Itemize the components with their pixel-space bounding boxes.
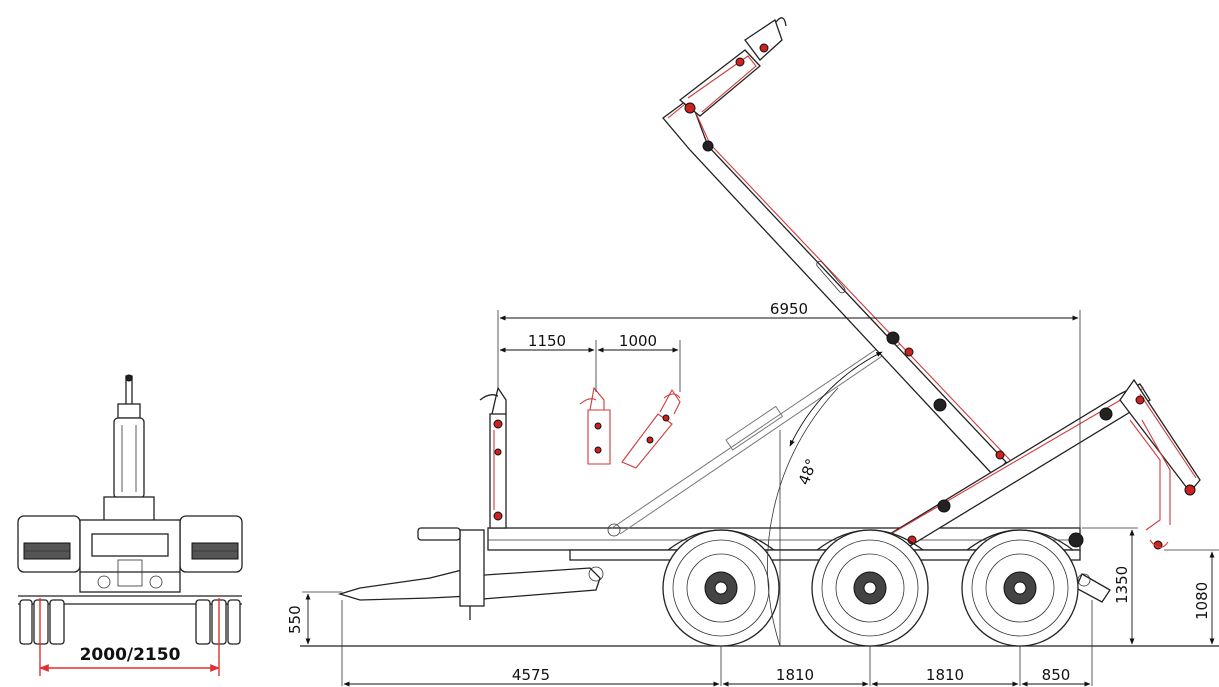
alt-hook-positions	[579, 386, 681, 469]
drawbar-height-label: 550	[286, 605, 304, 634]
hook-arm-raised	[662, 17, 1011, 477]
front-right-fender	[179, 515, 243, 573]
front-wheels	[19, 598, 241, 676]
rear-overhang-label: 850	[1042, 666, 1071, 684]
dim-bottom-chain: 4575 1810 1810 850	[341, 600, 1093, 687]
axle-3	[961, 529, 1079, 647]
frame-height-label: 1350	[1113, 566, 1131, 604]
drawbar	[337, 527, 604, 620]
hook-offset-2-label: 1000	[619, 332, 657, 350]
dim-drawbar-height: 550	[286, 591, 342, 645]
front-hook-mast	[103, 374, 155, 522]
track-width-dimension: 2000/2150	[39, 645, 220, 672]
hook-offset-1-label: 1150	[528, 332, 566, 350]
axle-spacing-1-label: 1810	[776, 666, 814, 684]
overall-reach-label: 6950	[770, 300, 808, 318]
front-chassis	[18, 519, 242, 605]
front-left-fender	[17, 515, 81, 573]
axle-spacing-2-label: 1810	[926, 666, 964, 684]
front-view: 2000/2150	[17, 374, 243, 676]
side-view: 48° 6950 1150 1000 550 1350	[286, 17, 1219, 687]
transport-hook	[479, 386, 507, 529]
hook-arm-tipping	[878, 378, 1201, 553]
hook-height-label: 1080	[1193, 582, 1211, 620]
front-to-axle1-label: 4575	[512, 666, 550, 684]
tilt-angle-label: 48°	[795, 456, 821, 487]
dim-hook-height: 1080	[1164, 549, 1219, 645]
axle-2	[811, 529, 929, 647]
dim-frame-height: 1350	[1082, 527, 1138, 645]
dim-overall-reach: 6950	[497, 300, 1081, 530]
axle-1	[662, 529, 780, 647]
track-width-label: 2000/2150	[80, 645, 181, 665]
dim-hook-offsets: 1150 1000	[499, 332, 681, 392]
